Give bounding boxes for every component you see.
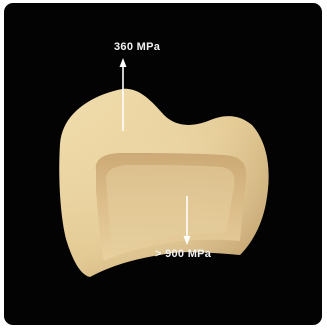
bottom-strength-label: > 900 MPa	[155, 248, 211, 260]
image-frame: 360 MPa > 900 MPa	[4, 3, 322, 325]
top-arrow-head	[120, 58, 127, 67]
top-strength-label: 360 MPa	[114, 41, 160, 53]
crown-diagram	[4, 3, 322, 325]
